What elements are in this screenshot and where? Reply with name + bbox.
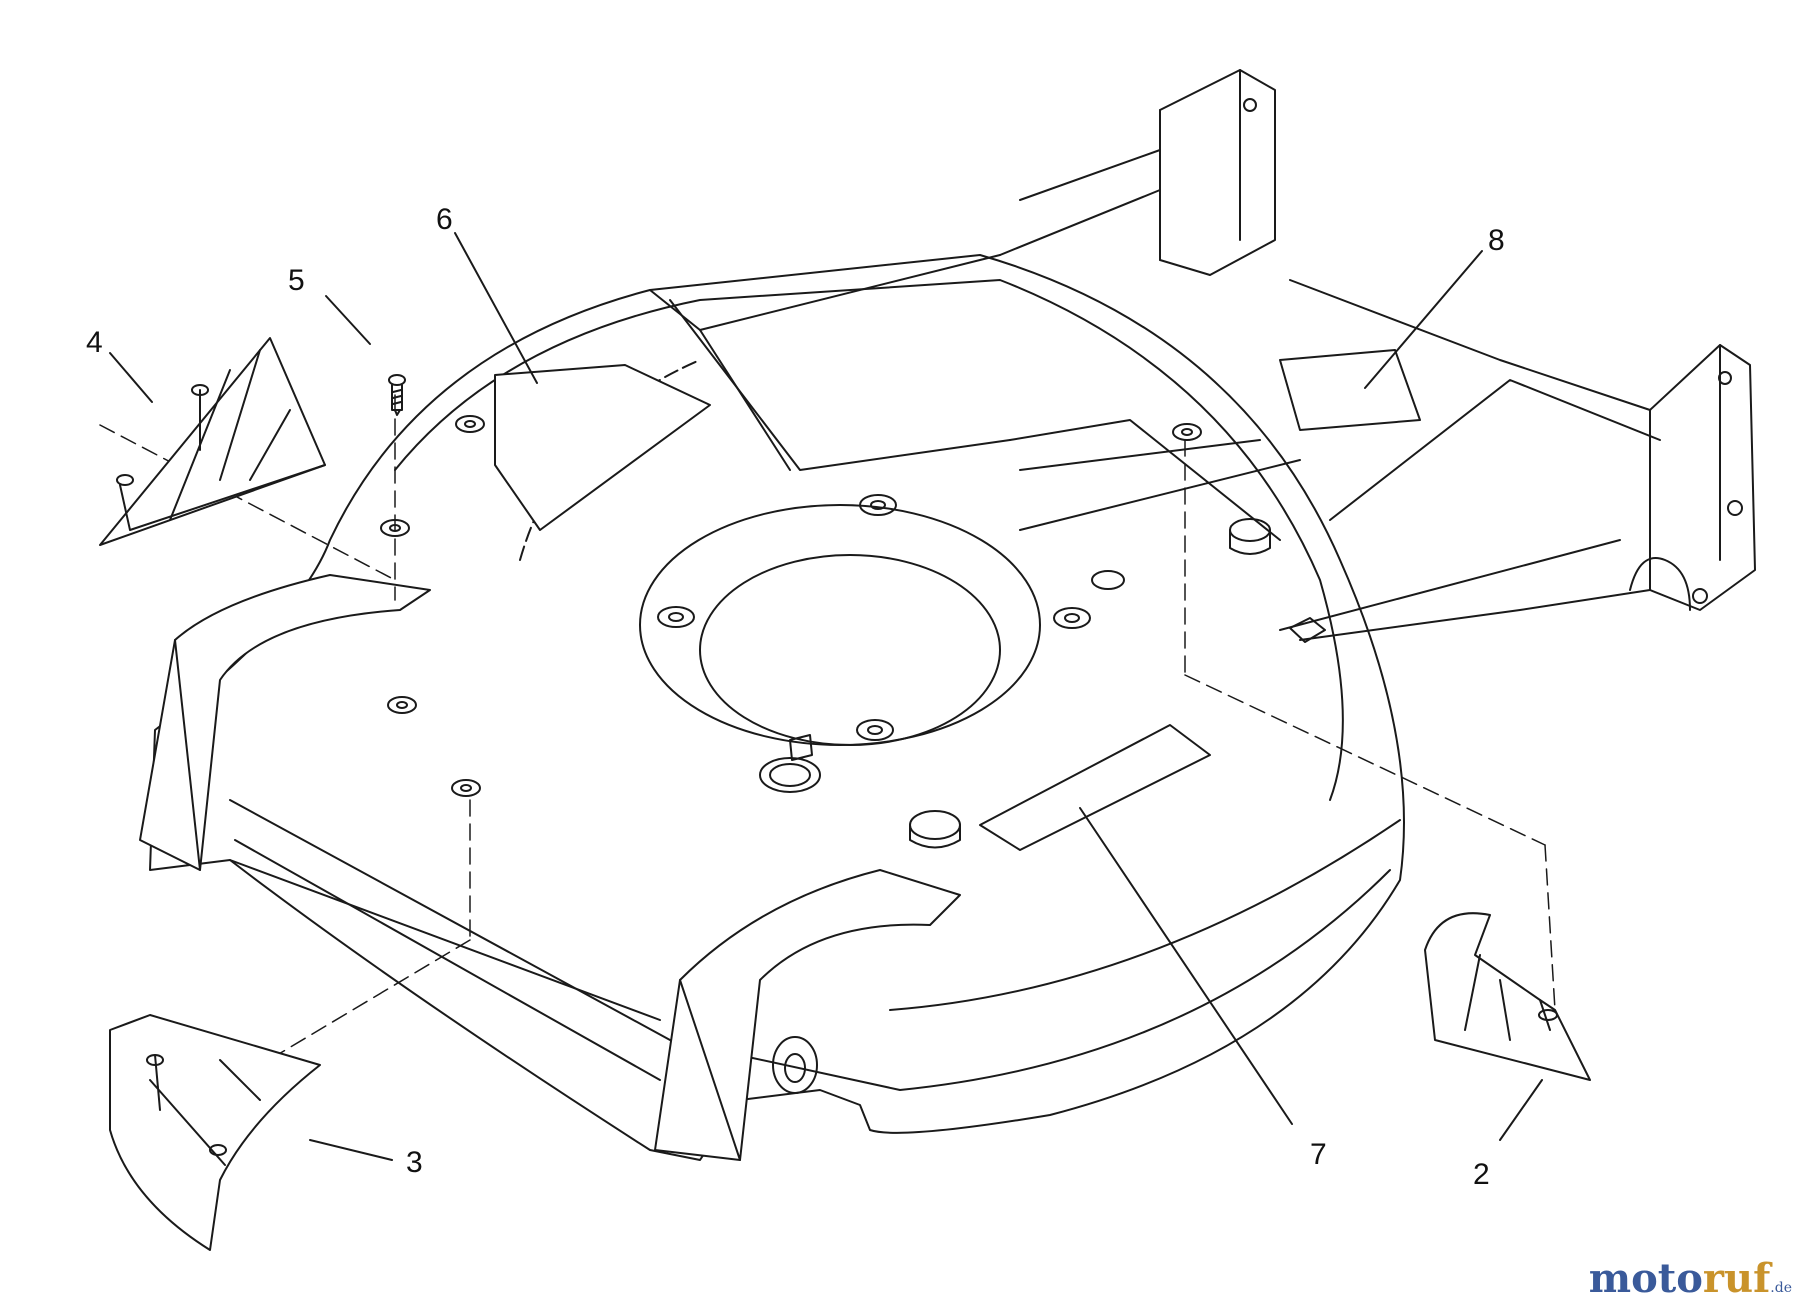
callout-5: 5 bbox=[288, 264, 305, 297]
watermark-suffix: .de bbox=[1770, 1280, 1792, 1296]
mounting-bosses bbox=[380, 415, 1326, 849]
watermark-logo: motoruf.de bbox=[1589, 1255, 1792, 1302]
watermark-part1: moto bbox=[1588, 1255, 1703, 1302]
callout-2: 2 bbox=[1473, 1158, 1490, 1191]
watermark-part2: ruf bbox=[1702, 1255, 1771, 1302]
callout-8: 8 bbox=[1488, 224, 1505, 257]
callout-3: 3 bbox=[406, 1146, 423, 1179]
screw-part-5 bbox=[388, 374, 406, 416]
baffle-part-2 bbox=[1424, 912, 1591, 1081]
baffle-part-3 bbox=[109, 1014, 321, 1251]
callout-7: 7 bbox=[1310, 1138, 1327, 1171]
deck-housing bbox=[139, 69, 1756, 1161]
decal-plates bbox=[494, 349, 1421, 851]
baffle-part-4 bbox=[99, 337, 326, 546]
leader-lines bbox=[109, 232, 1543, 1161]
callout-6: 6 bbox=[436, 203, 453, 236]
callout-4: 4 bbox=[86, 326, 103, 359]
blade-opening bbox=[639, 504, 1041, 746]
